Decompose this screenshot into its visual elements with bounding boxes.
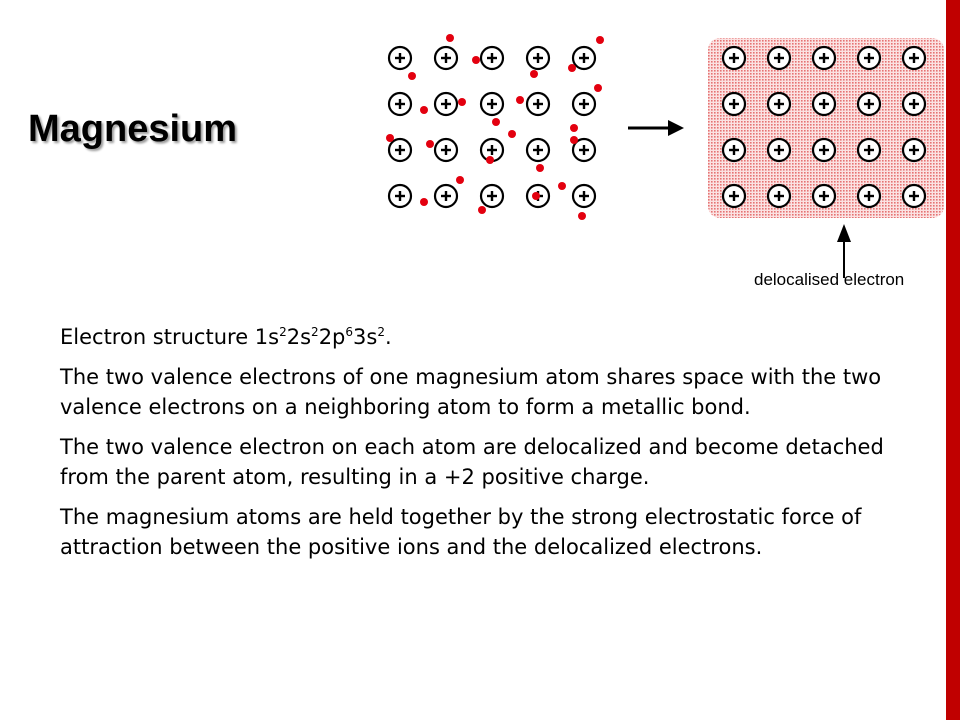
positive-ion <box>856 183 882 209</box>
electron-dot <box>486 156 494 164</box>
positive-ion <box>525 91 551 117</box>
positive-ion <box>433 183 459 209</box>
electron-dot <box>596 36 604 44</box>
electron-dot <box>472 56 480 64</box>
positive-ion <box>901 183 927 209</box>
positive-ion <box>433 45 459 71</box>
positive-ion <box>571 45 597 71</box>
positive-ion <box>721 137 747 163</box>
paragraph-delocalized: The two valence electron on each atom ar… <box>60 435 884 489</box>
positive-ion <box>479 91 505 117</box>
positive-ion <box>525 137 551 163</box>
positive-ion <box>571 137 597 163</box>
electron-dot <box>478 206 486 214</box>
electron-sea <box>708 38 944 218</box>
electron-dot <box>408 72 416 80</box>
positive-ion <box>479 137 505 163</box>
positive-ion <box>901 91 927 117</box>
positive-ion <box>766 91 792 117</box>
localised-lattice <box>386 34 604 220</box>
delocalised-lattice <box>721 45 927 209</box>
electron-dot <box>508 130 516 138</box>
electron-dot <box>516 96 524 104</box>
electron-dot <box>570 136 578 144</box>
electron-dot <box>446 34 454 42</box>
positive-ion <box>811 45 837 71</box>
electron-dot <box>570 124 578 132</box>
positive-ion <box>387 91 413 117</box>
positive-ion <box>811 91 837 117</box>
electron-dot <box>456 176 464 184</box>
electron-dot <box>458 98 466 106</box>
slide-title: Magnesium <box>28 108 238 150</box>
positive-ion <box>479 183 505 209</box>
positive-ion <box>479 45 505 71</box>
electron-dot <box>386 134 394 142</box>
lattice-svg: delocalised electron <box>386 34 944 289</box>
electron-structure-line: Electron structure 1s22s22p63s2. <box>60 325 392 349</box>
body-text: Electron structure 1s22s22p63s2. The two… <box>60 322 930 572</box>
electron-dot <box>492 118 500 126</box>
positive-ion <box>856 91 882 117</box>
positive-ion <box>433 91 459 117</box>
electron-dot <box>568 64 576 72</box>
positive-ion <box>721 183 747 209</box>
metallic-bonding-diagram: delocalised electron <box>378 28 946 300</box>
positive-ion <box>571 91 597 117</box>
electron-dot <box>420 198 428 206</box>
positive-ion <box>387 183 413 209</box>
positive-ion <box>571 183 597 209</box>
positive-ion <box>856 137 882 163</box>
positive-ion <box>387 137 413 163</box>
positive-ion <box>766 45 792 71</box>
electron-sea-region <box>708 38 944 218</box>
electron-dot <box>578 212 586 220</box>
electron-dot <box>532 192 540 200</box>
positive-ion <box>811 183 837 209</box>
up-arrow-icon <box>837 224 851 278</box>
positive-ion <box>901 45 927 71</box>
positive-ion <box>433 137 459 163</box>
electron-dot <box>558 182 566 190</box>
positive-ion <box>766 183 792 209</box>
positive-ion <box>811 137 837 163</box>
electron-dot <box>594 84 602 92</box>
positive-ion <box>721 91 747 117</box>
positive-ion <box>525 45 551 71</box>
electron-dot <box>426 140 434 148</box>
right-arrow-icon <box>628 120 684 136</box>
electron-dot <box>420 106 428 114</box>
electron-dot <box>530 70 538 78</box>
paragraph-metallic-bond: The two valence electrons of one magnesi… <box>60 365 882 419</box>
positive-ion <box>856 45 882 71</box>
electron-dot <box>536 164 544 172</box>
delocalised-electron-label: delocalised electron <box>754 270 904 289</box>
paragraph-attraction: The magnesium atoms are held together by… <box>60 505 862 559</box>
accent-bar <box>946 0 960 720</box>
positive-ion <box>721 45 747 71</box>
positive-ion <box>766 137 792 163</box>
positive-ion <box>387 45 413 71</box>
positive-ion <box>901 137 927 163</box>
